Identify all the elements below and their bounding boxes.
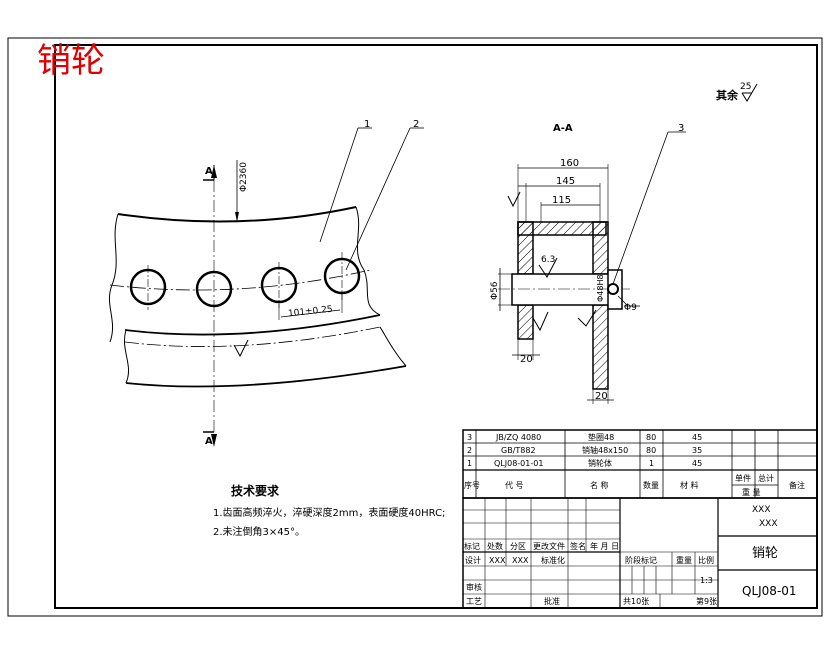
dim-20-left: 20 bbox=[520, 354, 533, 365]
bom-row-3-code: QLJ08-01-01 bbox=[494, 459, 543, 468]
stage-label: 阶段标记 bbox=[625, 555, 657, 565]
tb-sign: 签名 bbox=[570, 541, 586, 551]
bom-row-3-mat: 45 bbox=[692, 459, 702, 468]
roughness-symbol-icon bbox=[741, 83, 758, 102]
title-block-text: XXX XXX 销轮 QLJ08-01 标记 处数 分区 更改文件 签名 年 月… bbox=[464, 505, 797, 606]
dim-20-right: 20 bbox=[595, 391, 608, 402]
designer: XXX bbox=[489, 556, 506, 565]
bom-header-mat: 材 料 bbox=[680, 480, 699, 490]
company-line-1: XXX bbox=[752, 505, 771, 515]
roughness-value: 25 bbox=[740, 82, 751, 92]
title-block bbox=[462, 497, 818, 609]
front-diameter: Φ2360 bbox=[239, 162, 249, 192]
tb-date: 年 月 日 bbox=[590, 541, 619, 551]
tech-line-2: 2.未注倒角3×45°。 bbox=[213, 525, 305, 538]
dim-d9: Φ9 bbox=[624, 303, 637, 313]
check-label: 审核 bbox=[466, 582, 482, 592]
roughness-label: 其余 bbox=[716, 88, 739, 102]
bom-row-1-code: JB/ZQ 4080 bbox=[495, 433, 541, 442]
tb-zone: 分区 bbox=[510, 542, 526, 551]
bom-text: 3 JB/ZQ 4080 垫圈48 80 45 2 GB/T882 销轴48x1… bbox=[464, 432, 805, 497]
bom-header-no: 序号 bbox=[464, 480, 480, 490]
tech-line-1: 1.齿面高频淬火，淬硬深度2mm，表面硬度40HRC; bbox=[213, 506, 445, 519]
section-label: A-A bbox=[553, 123, 573, 134]
bom-row-1-name: 垫圈48 bbox=[588, 432, 614, 442]
bom-row-3-qty: 1 bbox=[649, 459, 654, 468]
dim-d56: Φ56 bbox=[490, 281, 500, 300]
cut-mark-top: A bbox=[205, 166, 213, 177]
technical-requirements: 技术要求 1.齿面高频淬火，淬硬深度2mm，表面硬度40HRC; 2.未注倒角3… bbox=[213, 483, 445, 538]
bom-header-total: 总计 bbox=[758, 473, 774, 483]
scale-label: 比例 bbox=[698, 555, 714, 565]
bom-row-3-name: 销轮体 bbox=[588, 458, 612, 468]
bom-row-1-qty: 80 bbox=[646, 433, 656, 442]
tb-count: 处数 bbox=[487, 541, 503, 551]
bom-row-2-qty: 80 bbox=[646, 446, 656, 455]
bom-header-remark: 备注 bbox=[789, 480, 805, 490]
bom-row-2-name: 销轴48x150 bbox=[582, 445, 628, 455]
outer-frame bbox=[7, 37, 823, 617]
cut-mark-bottom: A bbox=[205, 436, 213, 447]
process-label: 工艺 bbox=[466, 597, 482, 606]
scale-value: 1:3 bbox=[700, 576, 713, 585]
bom-row-2-mat: 35 bbox=[692, 446, 702, 455]
weight-label: 重量 bbox=[676, 555, 692, 565]
company-line-2: XXX bbox=[759, 519, 778, 529]
rough-6-3: 6.3 bbox=[541, 255, 555, 265]
front-view: A A Φ2360 101±0.25 1 2 bbox=[108, 119, 424, 447]
designer-label: 设计 bbox=[465, 555, 481, 565]
balloon-1: 1 bbox=[364, 119, 370, 130]
tb-change: 更改文件 bbox=[533, 541, 565, 551]
bom-row-2-code: GB/T882 bbox=[501, 446, 536, 455]
inner-frame bbox=[54, 44, 818, 609]
approve-label: 批准 bbox=[544, 596, 560, 606]
dim-145: 145 bbox=[556, 176, 575, 187]
balloon-3: 3 bbox=[678, 123, 684, 134]
bom-header-unit: 单件 bbox=[735, 473, 751, 483]
bom-header-weight: 重 量 bbox=[742, 487, 761, 497]
tb-mark: 标记 bbox=[464, 541, 480, 551]
dim-160: 160 bbox=[560, 158, 579, 169]
standard-label: 标准化 bbox=[541, 555, 565, 565]
drawing-title: 销轮 bbox=[37, 41, 105, 81]
section-view: A-A 160 145 115 Φ56 Φ48H8 bbox=[490, 123, 686, 404]
dim-d48: Φ48H8 bbox=[596, 274, 605, 302]
sheet-number: 第9张 bbox=[696, 596, 717, 606]
bom-header-code: 代 号 bbox=[505, 480, 524, 490]
bom-row-1-no: 3 bbox=[467, 433, 472, 442]
drawing-number: QLJ08-01 bbox=[742, 584, 797, 598]
bom-row-1-mat: 45 bbox=[692, 433, 702, 442]
bom-header-qty: 数量 bbox=[643, 480, 659, 490]
dim-115: 115 bbox=[552, 195, 571, 206]
tech-title: 技术要求 bbox=[231, 483, 280, 498]
designer-2: XXX bbox=[512, 556, 529, 565]
front-spacing: 101±0.25 bbox=[288, 305, 334, 320]
drawing-name: 销轮 bbox=[752, 546, 778, 561]
bom-row-2-no: 2 bbox=[467, 446, 472, 455]
balloon-2: 2 bbox=[413, 119, 419, 130]
bom-header-name: 名 称 bbox=[590, 480, 609, 490]
sheets-total: 共10张 bbox=[623, 597, 649, 606]
bom-row-3-no: 1 bbox=[467, 459, 472, 468]
